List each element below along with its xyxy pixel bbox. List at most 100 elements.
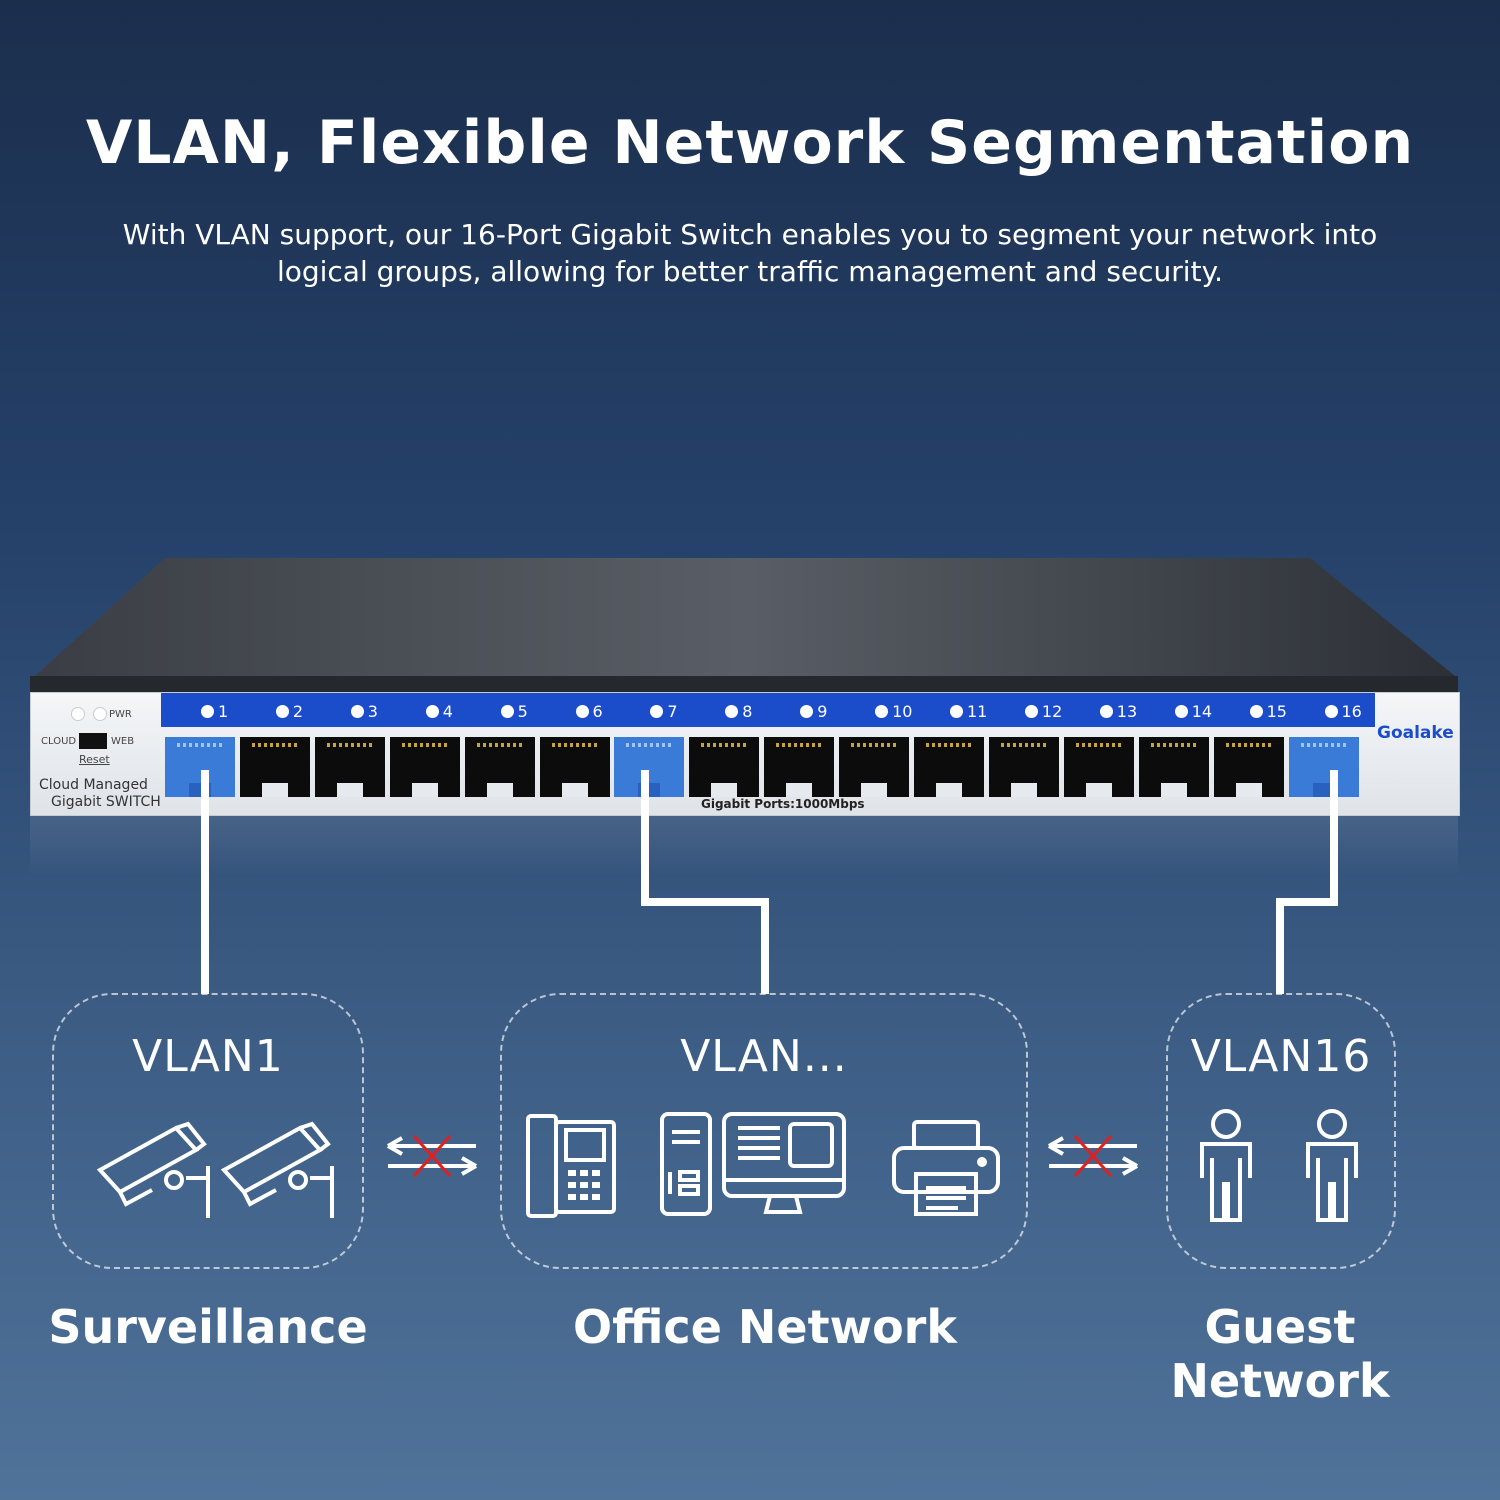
ethernet-port-12[interactable] xyxy=(988,737,1059,797)
switch-front-panel: PWR CLOUD WEB Reset Cloud Managed Gigabi… xyxy=(30,692,1460,816)
ethernet-port-10[interactable] xyxy=(839,737,910,797)
ethernet-port-4[interactable] xyxy=(389,737,460,797)
port-number-12: 12 xyxy=(1024,702,1062,721)
port-latch-notch xyxy=(936,783,962,797)
port-led-icon xyxy=(800,705,814,718)
port-led-icon xyxy=(1024,705,1038,718)
port-pins xyxy=(1150,743,1197,747)
port-number-11: 11 xyxy=(950,702,987,721)
port-number-8: 8 xyxy=(725,702,752,721)
port-pins xyxy=(1000,743,1047,747)
vlan16-label: VLAN16 xyxy=(1190,1031,1372,1082)
port-number-10: 10 xyxy=(875,702,912,721)
ethernet-port-3[interactable] xyxy=(314,737,385,797)
web-label: WEB xyxy=(111,736,135,747)
wire-vlan16-a xyxy=(1330,770,1338,906)
ethernet-port-15[interactable] xyxy=(1213,737,1284,797)
port-led-icon xyxy=(875,705,889,718)
port-pins xyxy=(551,743,598,747)
ethernet-port-16[interactable] xyxy=(1288,737,1359,797)
port-latch-notch xyxy=(1235,783,1262,797)
ethernet-port-13[interactable] xyxy=(1063,737,1134,797)
port-led-icon xyxy=(275,705,289,718)
port-pins xyxy=(1075,743,1122,747)
port-pins xyxy=(177,743,223,747)
wire-vlan-mid-a xyxy=(641,770,649,906)
wire-vlan-mid-b xyxy=(641,898,769,906)
cloud-label: CLOUD xyxy=(41,736,77,747)
port-latch-notch xyxy=(786,783,813,797)
ethernet-port-6[interactable] xyxy=(539,737,610,797)
port-led-icon xyxy=(1249,705,1263,718)
ethernet-port-5[interactable] xyxy=(464,737,535,797)
port-led-icon xyxy=(425,705,439,718)
ethernet-port-9[interactable] xyxy=(764,737,835,797)
model-line1: Cloud Managed xyxy=(39,777,148,793)
vlan-mid-group: VLAN... xyxy=(500,993,1028,1269)
port-number-3: 3 xyxy=(350,702,378,721)
camera-icon xyxy=(220,1121,334,1218)
page-subtitle: With VLAN support, our 16-Port Gigabit S… xyxy=(122,218,1378,288)
port-pins xyxy=(1225,743,1272,747)
pwr-label: PWR xyxy=(109,709,132,720)
ethernet-port-2[interactable] xyxy=(239,737,310,797)
port-led-icon xyxy=(201,705,214,718)
ethernet-port-1[interactable] xyxy=(165,737,235,797)
vlan-mid-label: VLAN... xyxy=(680,1031,848,1082)
ethernet-port-7[interactable] xyxy=(614,737,685,797)
printer-icon xyxy=(892,1120,1000,1216)
pwr-led-icon xyxy=(71,707,85,721)
port-number-5: 5 xyxy=(500,702,528,721)
port-latch-notch xyxy=(261,783,288,797)
port-pins xyxy=(251,743,298,747)
port-pins xyxy=(326,743,373,747)
port-latch-notch xyxy=(336,783,363,797)
blocked-arrows-icon xyxy=(1048,1134,1138,1178)
person-icon xyxy=(1306,1109,1358,1222)
port-latch-notch xyxy=(411,783,438,797)
port-pins xyxy=(701,743,748,747)
port-led-icon xyxy=(575,705,589,718)
port-led-icon xyxy=(500,705,514,718)
ethernet-port-8[interactable] xyxy=(689,737,760,797)
person-icon xyxy=(1200,1109,1252,1222)
port-number-13: 13 xyxy=(1099,702,1137,721)
port-latch-notch xyxy=(561,783,588,797)
vlan1-label: VLAN1 xyxy=(132,1031,284,1082)
desktop-computer-icon xyxy=(660,1112,846,1216)
vlan1-group: VLAN1 xyxy=(52,993,364,1269)
ethernet-port-11[interactable] xyxy=(914,737,984,797)
ports-speed-label: Gigabit Ports:1000Mbps xyxy=(701,797,865,811)
port-led-icon xyxy=(725,705,739,718)
switch-left-panel: PWR CLOUD WEB Reset Cloud Managed Gigabi… xyxy=(37,701,161,813)
desk-phone-icon xyxy=(526,1114,616,1218)
port-number-7: 7 xyxy=(650,702,678,721)
caption-guest-network: Guest Network xyxy=(1170,1300,1390,1408)
blocked-arrows-icon xyxy=(387,1134,477,1178)
port-pins xyxy=(476,743,523,747)
port-pins xyxy=(1300,743,1347,747)
port-number-2: 2 xyxy=(275,702,303,721)
port-led-icon xyxy=(1099,705,1113,718)
port-number-4: 4 xyxy=(425,702,453,721)
model-line2: Gigabit SWITCH xyxy=(51,794,161,810)
port-number-9: 9 xyxy=(800,702,827,721)
ethernet-port-14[interactable] xyxy=(1138,737,1209,797)
port-number-16: 16 xyxy=(1324,702,1362,721)
port-pins xyxy=(401,743,448,747)
port-led-icon xyxy=(1174,705,1188,718)
wire-vlan1 xyxy=(201,770,209,994)
mode-switch[interactable] xyxy=(79,733,107,749)
port-latch-notch xyxy=(1160,783,1187,797)
reset-button[interactable]: Reset xyxy=(79,753,110,766)
brand-logo: Goalake xyxy=(1377,723,1454,743)
port-latch-notch xyxy=(486,783,513,797)
port-pins xyxy=(926,743,972,747)
page-title: VLAN, Flexible Network Segmentation xyxy=(85,108,1415,178)
port-pins xyxy=(776,743,823,747)
port-led-icon xyxy=(1324,705,1338,718)
pwr-led2-icon xyxy=(93,707,107,721)
port-number-15: 15 xyxy=(1249,702,1287,721)
wire-vlan16-b xyxy=(1276,898,1338,906)
